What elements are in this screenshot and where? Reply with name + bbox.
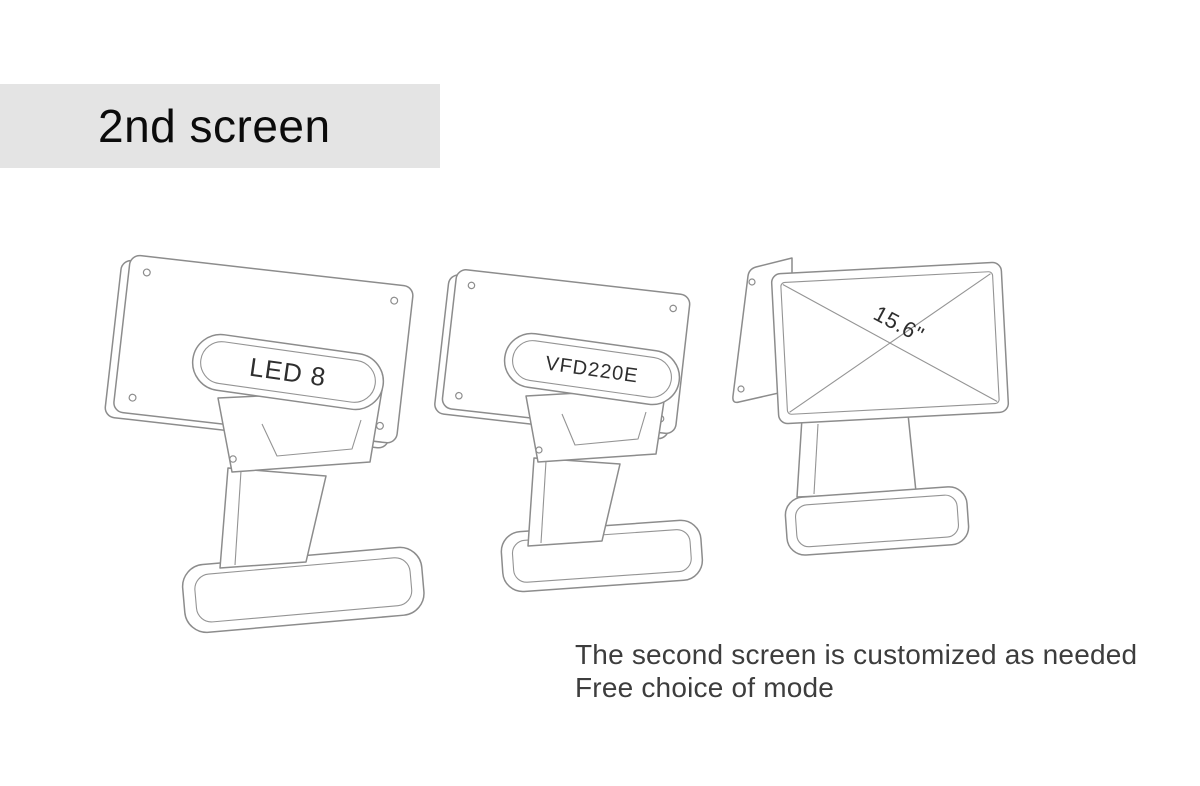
screw-hole-icon: [535, 446, 543, 454]
screw-hole-icon: [748, 278, 756, 286]
screw-hole-icon: [375, 421, 384, 430]
device-illustration-15-6-inch: 15.6": [732, 257, 1010, 556]
caption-line-2: Free choice of mode: [575, 672, 835, 703]
screw-hole-icon: [229, 455, 237, 463]
screw-hole-icon: [128, 393, 137, 402]
stand-column: [796, 413, 917, 498]
stand-base: [784, 486, 970, 556]
screw-hole-icon: [737, 385, 745, 393]
screw-hole-icon: [467, 281, 476, 290]
display-cap: LED 8: [191, 333, 385, 411]
screw-hole-icon: [455, 391, 463, 400]
stand-column: [527, 457, 621, 547]
screw-hole-icon: [142, 268, 151, 277]
page-title: 2nd screen: [98, 100, 331, 152]
screw-hole-icon: [390, 296, 399, 305]
stand-column: [219, 467, 327, 569]
screw-hole-icon: [669, 304, 677, 313]
second-screen-panel: 15.6": [770, 261, 1010, 425]
display-cap: VFD220E: [503, 332, 681, 406]
device-illustration-led8: LED 8: [104, 254, 425, 634]
device-illustration-vfd220e: VFD220E: [434, 269, 704, 593]
caption-line-1: The second screen is customized as neede…: [575, 639, 1138, 670]
section-title-banner: 2nd screen: [0, 84, 440, 168]
caption: The second screen is customized as neede…: [575, 638, 1137, 704]
